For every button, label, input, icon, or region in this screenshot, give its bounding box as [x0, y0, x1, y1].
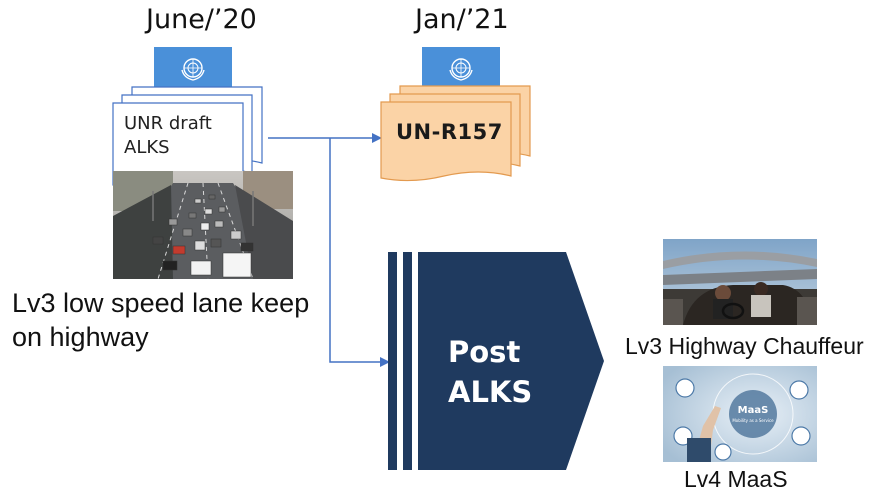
arrow-to-post-alks	[329, 138, 390, 367]
maas-bus-icon	[675, 378, 695, 398]
left-caption: Lv3 low speed lane keep on highway	[12, 286, 309, 354]
post-alks-box	[388, 252, 604, 470]
caption-maas: Lv4 MaaS	[684, 466, 788, 492]
caption-highway-chauffeur: Lv3 Highway Chauffeur	[625, 333, 864, 359]
left-caption-line2: on highway	[12, 322, 149, 352]
un-flag-left	[154, 47, 232, 89]
draft-document-label: UNR draft ALKS	[124, 112, 212, 160]
date-june-2020: June/’20	[146, 4, 257, 35]
maas-train-icon	[714, 443, 732, 461]
maas-bus-icon-2	[791, 426, 811, 446]
maas-photo: MaaS Mobility as a Service	[663, 366, 817, 462]
maas-badge-subtext: Mobility as a Service	[732, 418, 774, 423]
r157-document-stack	[380, 85, 531, 182]
r157-label: UN-R157	[396, 120, 503, 144]
date-jan-2021: Jan/’21	[415, 4, 509, 35]
post-alks-label: Post ALKS	[448, 332, 532, 412]
un-emblem-icon	[449, 58, 473, 81]
maas-car-icon	[789, 380, 809, 400]
left-caption-line1: Lv3 low speed lane keep	[12, 288, 310, 318]
post-alks-line2: ALKS	[448, 375, 533, 409]
draft-label-line1: UNR draft	[124, 113, 212, 134]
highway-chauffeur-photo	[663, 239, 817, 325]
maas-badge-text: MaaS	[738, 405, 769, 416]
draft-document-stack	[112, 86, 263, 189]
un-emblem-icon	[181, 58, 205, 81]
highway-traffic-photo	[113, 171, 293, 279]
un-flag-right	[422, 47, 500, 89]
draft-label-line2: ALKS	[124, 137, 170, 158]
post-alks-line1: Post	[448, 335, 521, 369]
